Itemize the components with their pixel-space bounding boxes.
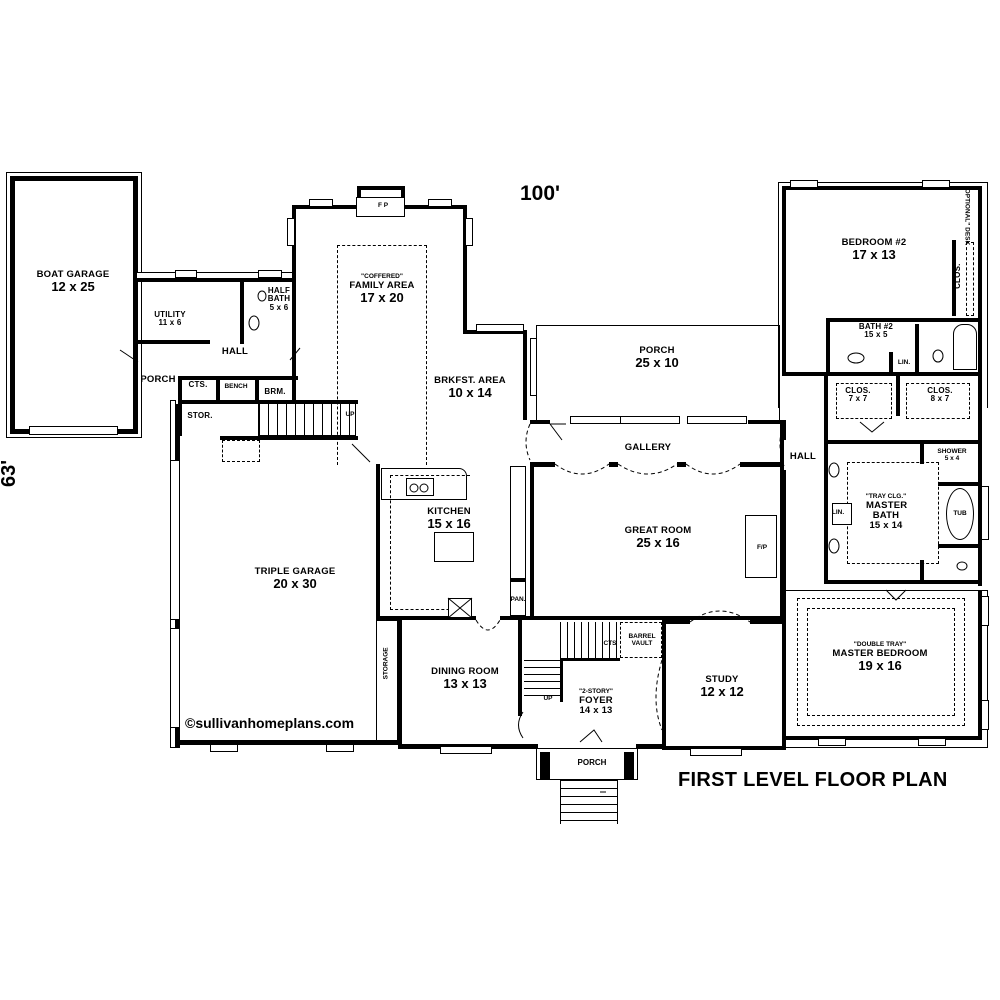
room-cts-center: CTS (603, 640, 617, 647)
watermark: ©sullivanhomeplans.com (185, 715, 355, 731)
fireplace-great-room (745, 515, 777, 578)
garage-stairs (258, 402, 356, 436)
room-pantry: PAN. (510, 596, 526, 603)
boat-garage-door (29, 426, 118, 435)
tub-shape (946, 488, 974, 540)
room-clos-a: CLOS.7 x 7 (845, 386, 871, 404)
coffered-ceiling (337, 245, 427, 465)
plan-title: FIRST LEVEL FLOOR PLAN (678, 769, 948, 791)
kitchen-island (434, 532, 474, 562)
room-lin-master: LIN. (831, 509, 845, 516)
room-master-bedroom: "DOUBLE TRAY" MASTER BEDROOM 19 x 16 (832, 641, 928, 673)
room-clos-bed2: CLOS. (952, 263, 962, 289)
room-barrel-vault: BARREL VAULT (628, 633, 656, 647)
foyer-stairs (524, 660, 563, 702)
room-optional-desk: "OPTIONAL" DESK (963, 185, 971, 246)
room-brm: BRM. (264, 387, 286, 396)
room-stor: STOR. (187, 411, 213, 420)
dimension-depth: 63' (0, 459, 21, 488)
room-storage: STORAGE (382, 647, 390, 680)
label-fireplace-great-room: F/P (756, 544, 768, 551)
bedroom2-outline (778, 182, 988, 408)
label-stairs-up-foyer: UP (543, 695, 553, 702)
boat-garage-outline (6, 172, 142, 438)
room-porch-front: PORCH (577, 758, 607, 767)
room-clos-b: CLOS.8 x 7 (927, 386, 953, 404)
front-steps (560, 780, 618, 824)
room-hall-left: HALL (221, 346, 249, 357)
dimension-width: 100' (520, 182, 561, 205)
fireplace-family (356, 197, 405, 217)
wall-ovens (510, 466, 526, 616)
label-fireplace-family: F P (377, 202, 389, 209)
room-lin-bath2: LIN. (897, 359, 911, 366)
room-porch-side: PORCH (140, 374, 176, 385)
room-bench: BENCH (224, 383, 248, 390)
label-stairs-up-garage: UP (345, 411, 355, 418)
rear-porch-outline (536, 325, 780, 420)
front-porch-outline (536, 748, 638, 780)
room-master-bath: "TRAY CLG." MASTER BATH 15 x 14 (865, 493, 908, 531)
room-cts-left: CTS. (188, 380, 208, 389)
room-family-area: "COFFERED" FAMILY AREA 17 x 20 (349, 273, 415, 305)
room-tub: TUB (953, 510, 967, 517)
room-hall-right: HALL (789, 451, 817, 462)
room-gallery: GALLERY (624, 442, 672, 453)
room-foyer: "2-STORY" FOYER 14 x 13 (579, 688, 613, 716)
